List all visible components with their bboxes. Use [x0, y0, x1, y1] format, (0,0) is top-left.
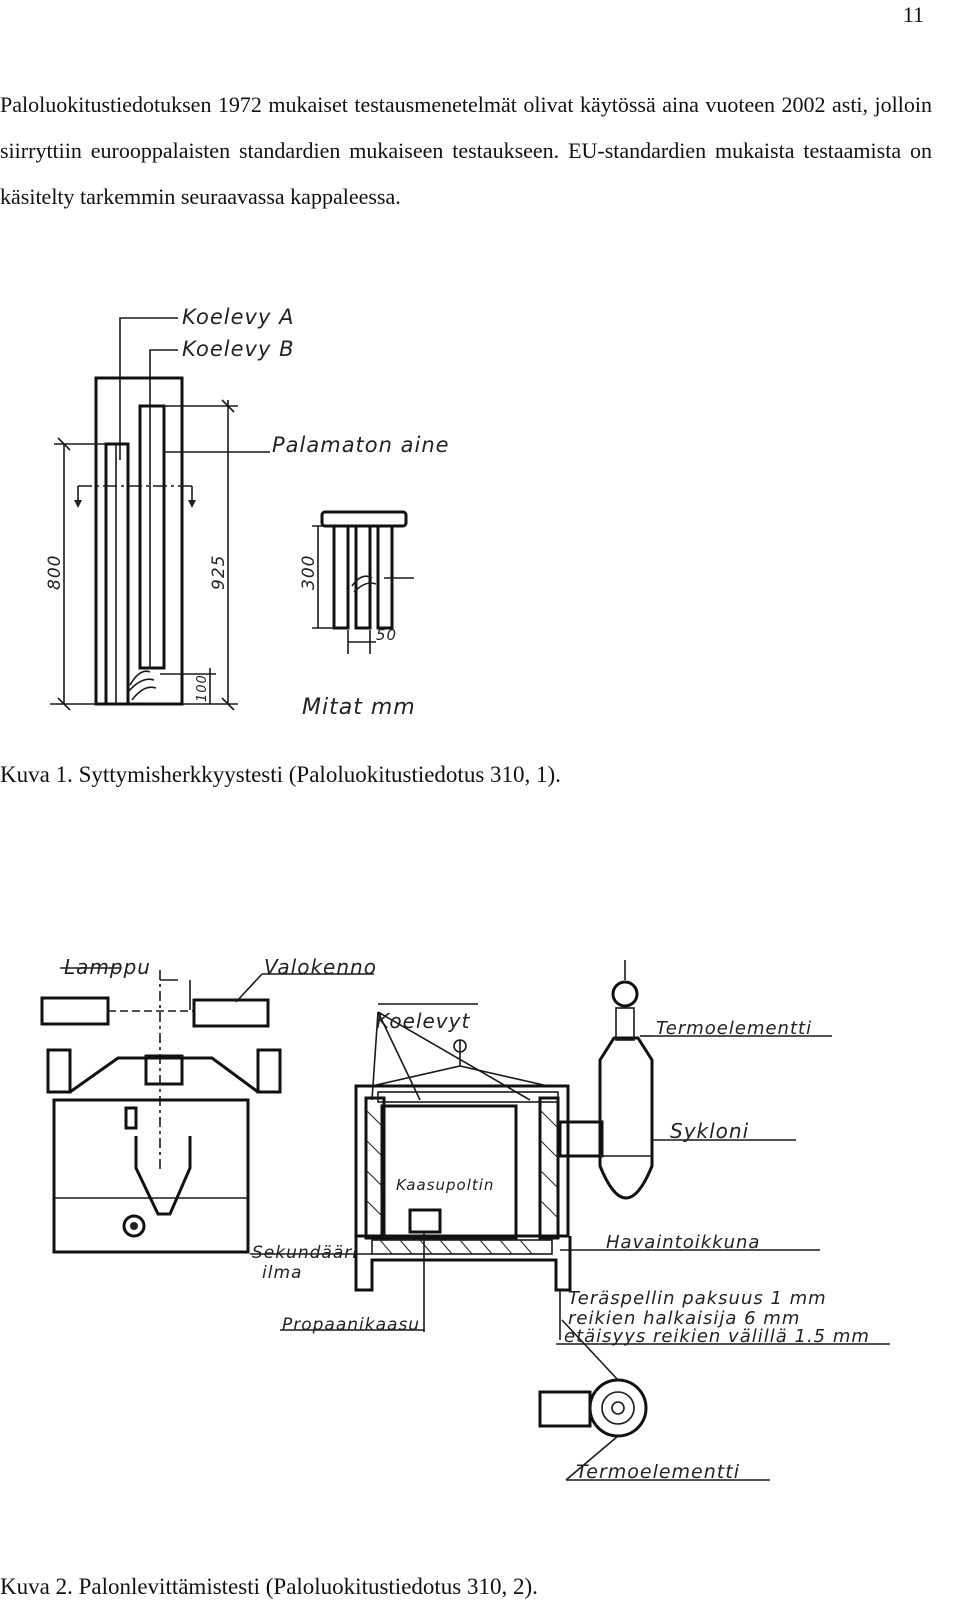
- lamp: [40, 996, 110, 1026]
- test-plate-b: [138, 404, 166, 670]
- test-frame: [94, 376, 184, 706]
- dim-50: 50: [376, 626, 397, 644]
- label-koelevy-a: Koelevy A: [182, 305, 294, 329]
- label-propaanikaasu: Propaanikaasu: [282, 1315, 420, 1335]
- label-teraspelti-3: etäisyys reikien välillä 1.5 mm: [564, 1326, 870, 1347]
- photocell: [192, 998, 270, 1028]
- figure-2-caption: Kuva 2. Palonlevittämistesti (Paloluokit…: [0, 1574, 538, 1599]
- label-ilma: ilma: [262, 1263, 302, 1283]
- dim-925: 925: [209, 555, 229, 590]
- label-koelevyt: Koelevyt: [376, 1009, 470, 1033]
- left-housing: [52, 1098, 250, 1254]
- label-sykloni: Sykloni: [670, 1119, 749, 1143]
- test-plates: [380, 1104, 518, 1240]
- section-top: [320, 510, 408, 528]
- label-teraspelti-2: reikien halkaisija 6 mm: [568, 1308, 800, 1329]
- body-paragraph: Paloluokitustiedotuksen 1972 mukaiset te…: [0, 92, 932, 209]
- label-units: Mitat mm: [302, 695, 416, 720]
- perforated-plate: [371, 1239, 553, 1255]
- label-palamaton-aine: Palamaton aine: [272, 433, 450, 457]
- fan: [588, 1378, 648, 1438]
- combustion-chamber: [354, 1084, 570, 1238]
- thermocouple-top: [611, 980, 639, 1008]
- label-valokenno: Valokenno: [264, 955, 377, 979]
- label-sekundaari: Sekundääri: [252, 1243, 358, 1263]
- dim-100: 100: [195, 674, 210, 702]
- label-lamppu: Lamppu: [64, 955, 151, 979]
- gas-burner: [408, 1208, 442, 1234]
- dim-800: 800: [45, 555, 65, 590]
- cyclone: [598, 1036, 654, 1200]
- dim-300: 300: [299, 555, 319, 590]
- test-plate-a: [104, 442, 130, 706]
- label-termoelementti-bottom: Termoelementti: [576, 1461, 740, 1483]
- page-number: 11: [902, 2, 924, 27]
- figure-2-drawing: Lamppu Valokenno Koelevyt Termoelementti…: [40, 955, 890, 1483]
- figure-1-drawing: Koelevy A Koelevy B Palamaton aine 800 9…: [45, 305, 450, 720]
- label-teraspelti-1: Teräspellin paksuus 1 mm: [568, 1288, 827, 1309]
- label-termoelementti-top: Termoelementti: [656, 1018, 812, 1039]
- label-koelevy-b: Koelevy B: [182, 337, 294, 361]
- label-havaintoikkuna: Havaintoikkuna: [606, 1232, 760, 1253]
- figure-1-caption: Kuva 1. Syttymisherkkyystesti (Paloluoki…: [0, 762, 561, 787]
- label-kaasupoltin: Kaasupoltin: [396, 1176, 494, 1194]
